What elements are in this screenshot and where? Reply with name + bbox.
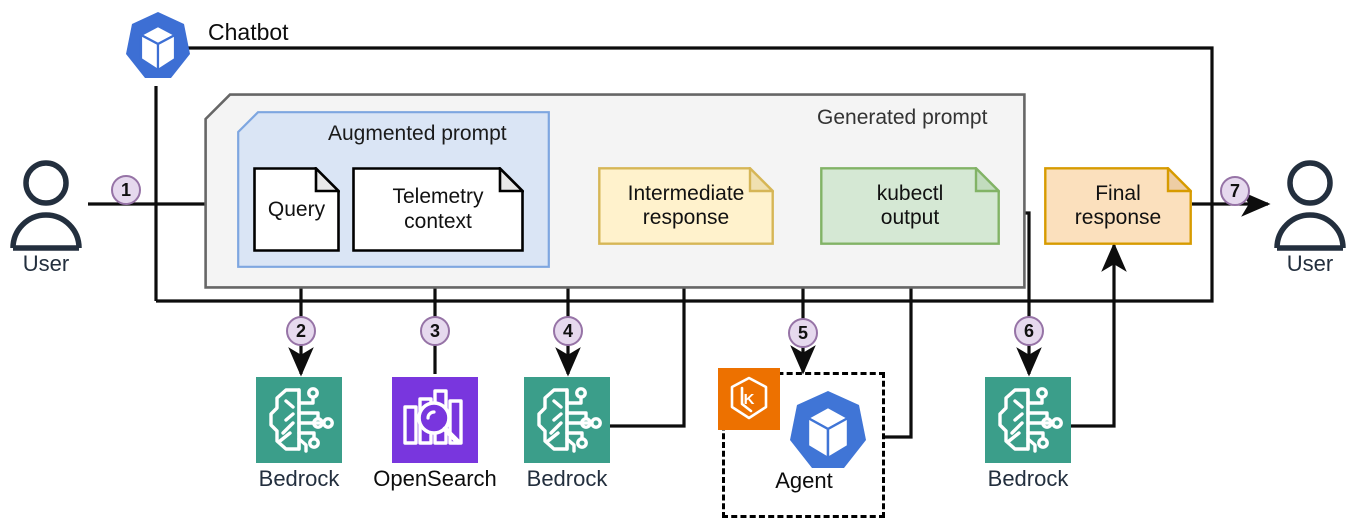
bedrock-2-label: Bedrock [526,466,608,491]
bedrock-1-icon [256,377,342,463]
kubectl-output-label: kubectl output [820,167,1000,245]
telemetry-context-label: Telemetry context [352,167,524,252]
intermediate-response-label: Intermediate response [598,167,774,245]
eks-icon: K [718,368,780,430]
user-left-label: User [22,251,70,276]
step-5-badge: 5 [788,318,818,348]
kubectl-line-2: output [880,206,940,229]
chatbot-label: Chatbot [208,19,289,45]
final-line-1: Final [1095,181,1141,205]
user-left-icon [8,159,84,251]
telemetry-context-document: Telemetry context [352,165,526,252]
telemetry-line-1: Telemetry [392,185,484,209]
step-3-badge: 3 [420,316,450,346]
opensearch-label: OpenSearch [373,466,497,491]
intermediate-line-2: response [642,206,730,229]
step-4-badge: 4 [553,316,583,346]
query-document: Query [253,165,342,252]
intermediate-response-document: Intermediate response [598,165,776,245]
opensearch-icon [392,377,478,463]
wire-bedrock3-to-final [1069,242,1127,428]
intermediate-line-1: Intermediate [627,181,745,205]
bedrock-3-icon [985,377,1071,463]
user-right-icon [1272,159,1348,251]
final-response-document: Final response [1044,165,1194,245]
bedrock-2-icon [524,377,610,463]
svg-text:K: K [744,391,755,408]
step-2-badge: 2 [286,316,316,346]
agent-group [722,372,885,518]
chatbot-icon [126,10,190,88]
step-6-badge: 6 [1014,316,1044,346]
augmented-prompt-label: Augmented prompt [328,122,507,145]
step-7-badge: 7 [1220,176,1250,206]
kubectl-line-1: kubectl [876,181,944,205]
final-line-2: response [1074,206,1162,229]
wire-agent-to-kubectl [884,242,924,439]
kubectl-output-document: kubectl output [820,165,1002,245]
telemetry-line-2: context [404,209,472,233]
user-right-label: User [1286,251,1334,276]
bedrock-3-label: Bedrock [987,466,1069,491]
agent-label: Agent [775,468,833,493]
agent-kubernetes-icon [789,388,867,480]
step-1-badge: 1 [111,175,141,205]
generated-prompt-label: Generated prompt [817,106,988,129]
query-label: Query [267,197,326,221]
bedrock-1-label: Bedrock [258,466,340,491]
final-response-label: Final response [1044,167,1192,245]
wire-bedrock2-to-intermediate [608,242,697,428]
